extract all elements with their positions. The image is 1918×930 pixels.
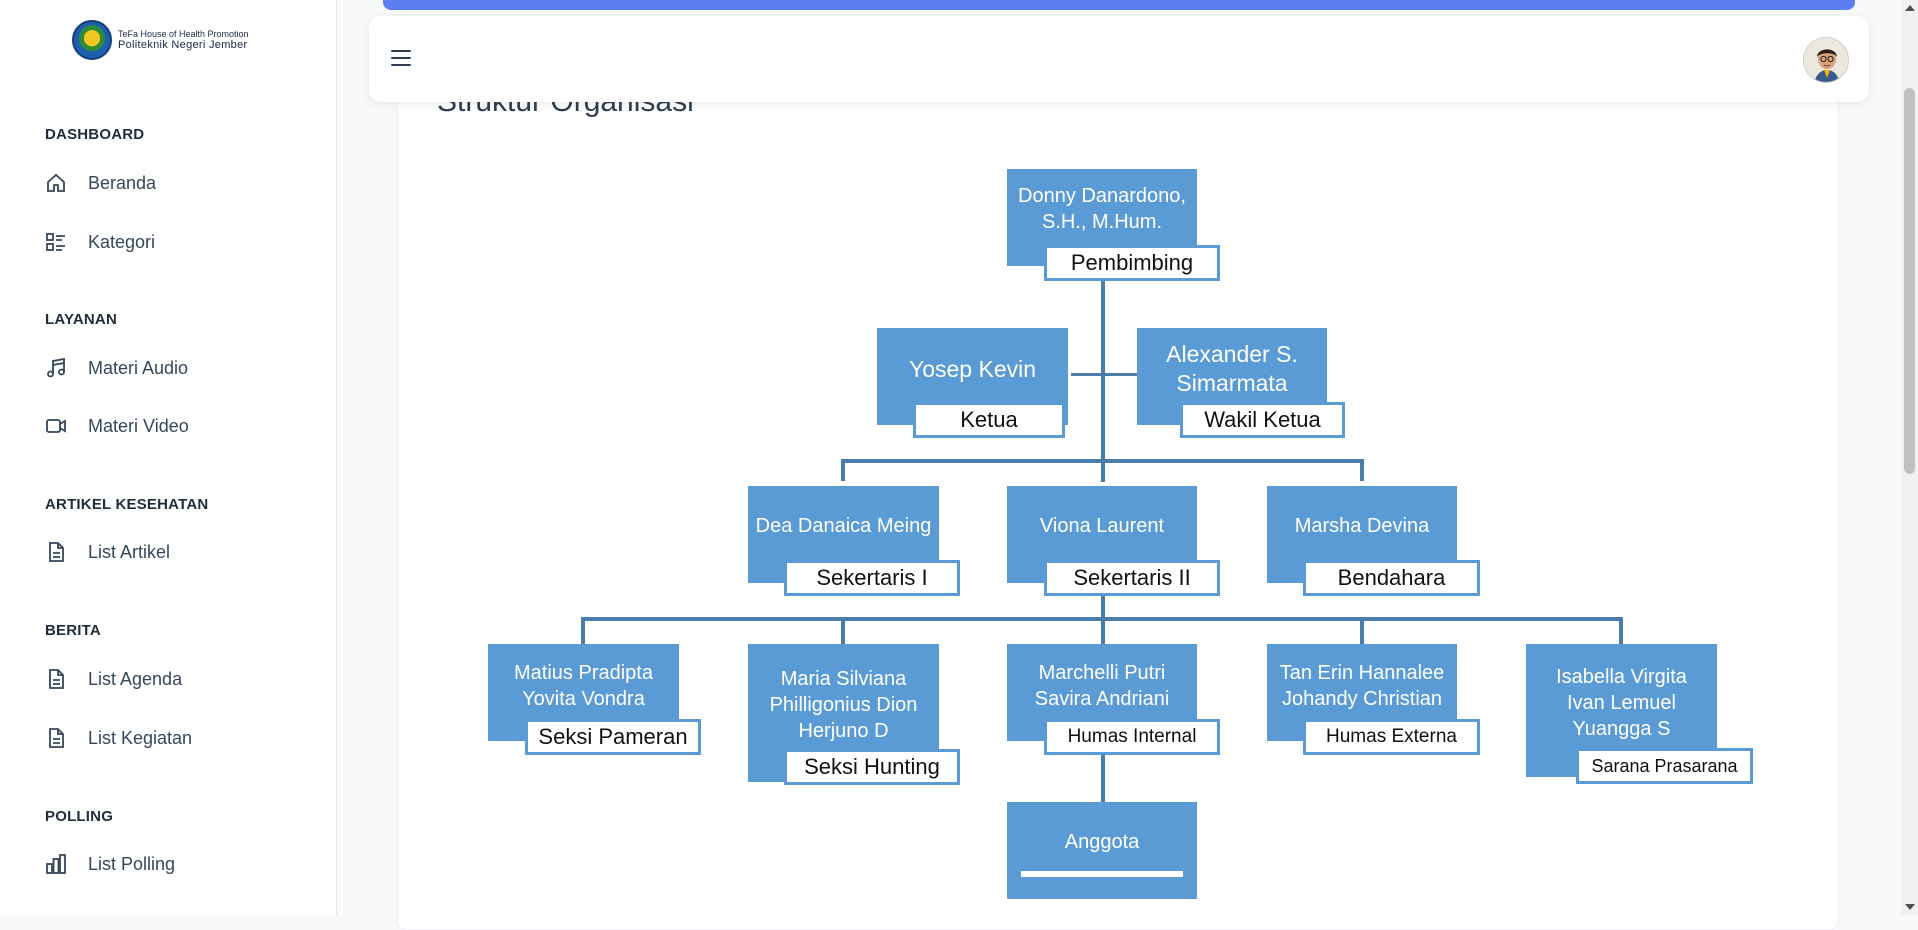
sidebar-item-label: List Agenda xyxy=(88,668,183,689)
sidebar-item-list-agenda[interactable]: List Agenda xyxy=(45,664,182,694)
scroll-thumb[interactable] xyxy=(1904,88,1915,474)
org-role-sekertaris-1: Sekertaris I xyxy=(784,560,960,596)
page-scrollbar[interactable] xyxy=(1901,0,1918,915)
anggota-underline xyxy=(1021,871,1183,877)
document-icon xyxy=(45,668,67,690)
org-node-name: Viona Laurent xyxy=(1039,515,1165,537)
section-layanan: LAYANAN xyxy=(45,311,117,328)
sidebar-item-label: Beranda xyxy=(88,172,157,193)
org-role-advisor: Pembimbing xyxy=(1044,245,1220,281)
logo-line1: TeFa House of Health Promotion xyxy=(118,29,249,39)
top-navbar xyxy=(369,16,1869,102)
list-icon xyxy=(45,231,67,253)
music-icon xyxy=(45,357,67,379)
org-role-humas-internal: Humas Internal xyxy=(1044,719,1220,755)
home-icon xyxy=(45,172,67,194)
org-node-name: Isabella Virgita Ivan Lemuel Yuangga S xyxy=(1556,666,1687,740)
org-role-bendahara: Bendahara xyxy=(1303,560,1480,596)
org-node-name: Marchelli Putri Savira Andriani xyxy=(1034,662,1170,710)
logo-line2: Politeknik Negeri Jember xyxy=(118,39,248,51)
sidebar-item-materi-audio[interactable]: Materi Audio xyxy=(45,353,188,383)
sidebar-item-label: Kategori xyxy=(88,231,156,252)
section-dashboard: DASHBOARD xyxy=(45,126,145,143)
sidebar-item-label: List Artikel xyxy=(88,541,171,562)
org-node-name: Dea Danaica Meing xyxy=(755,515,932,537)
sidebar-item-label: List Kegiatan xyxy=(88,727,193,748)
org-node-name: Marsha Devina xyxy=(1294,515,1430,537)
org-role-wakil-ketua: Wakil Ketua xyxy=(1180,402,1345,438)
org-node-name: Yosep Kevin xyxy=(908,356,1037,382)
sidebar: TeFa House of Health Promotion Politekni… xyxy=(0,0,337,915)
document-icon xyxy=(45,541,67,563)
section-polling: POLLING xyxy=(45,808,114,825)
org-role-sarana-prasarana: Sarana Prasarana xyxy=(1576,748,1753,784)
scroll-up-arrow-icon[interactable] xyxy=(1905,5,1915,11)
video-icon xyxy=(45,415,67,437)
hamburger-icon[interactable] xyxy=(391,50,411,66)
org-role-sekertaris-2: Sekertaris II xyxy=(1044,560,1220,596)
bar-chart-icon xyxy=(45,853,67,875)
sidebar-item-list-polling[interactable]: List Polling xyxy=(45,849,175,879)
org-role-ketua: Ketua xyxy=(913,402,1065,438)
document-icon xyxy=(45,727,67,749)
logo[interactable]: TeFa House of Health Promotion Politekni… xyxy=(72,20,249,60)
org-node-name: Matius Pradipta Yovita Vondra xyxy=(514,662,653,710)
sidebar-item-list-kegiatan[interactable]: List Kegiatan xyxy=(45,723,192,753)
org-node-name: Alexander S. Simarmata xyxy=(1166,341,1298,396)
org-node-name: Anggota xyxy=(1064,831,1140,853)
scroll-down-arrow-icon[interactable] xyxy=(1905,904,1915,910)
logo-text: TeFa House of Health Promotion Politekni… xyxy=(118,29,249,51)
user-avatar[interactable] xyxy=(1803,37,1849,83)
sidebar-item-beranda[interactable]: Beranda xyxy=(45,168,156,198)
section-berita: BERITA xyxy=(45,622,101,639)
org-role-seksi-hunting: Seksi Hunting xyxy=(784,749,960,785)
org-role-seksi-pameran: Seksi Pameran xyxy=(525,719,701,755)
sidebar-item-kategori[interactable]: Kategori xyxy=(45,227,155,257)
sidebar-item-materi-video[interactable]: Materi Video xyxy=(45,411,189,441)
org-node-anggota: Anggota xyxy=(1007,802,1197,899)
org-node-name: Maria Silviana Philligonius Dion Herjuno… xyxy=(769,668,918,742)
top-accent-bar xyxy=(383,0,1855,10)
sidebar-item-label: Materi Video xyxy=(88,415,189,436)
org-node-name: Donny Danardono, S.H., M.Hum. xyxy=(1018,185,1186,233)
section-artikel-kesehatan: ARTIKEL KESEHATAN xyxy=(45,496,209,513)
logo-seal-icon xyxy=(72,20,112,60)
org-node-name: Tan Erin Hannalee Johandy Christian xyxy=(1279,662,1445,710)
sidebar-item-label: List Polling xyxy=(88,853,176,874)
org-role-humas-externa: Humas Externa xyxy=(1303,719,1480,755)
sidebar-item-list-artikel[interactable]: List Artikel xyxy=(45,537,170,567)
sidebar-item-label: Materi Audio xyxy=(88,357,189,378)
